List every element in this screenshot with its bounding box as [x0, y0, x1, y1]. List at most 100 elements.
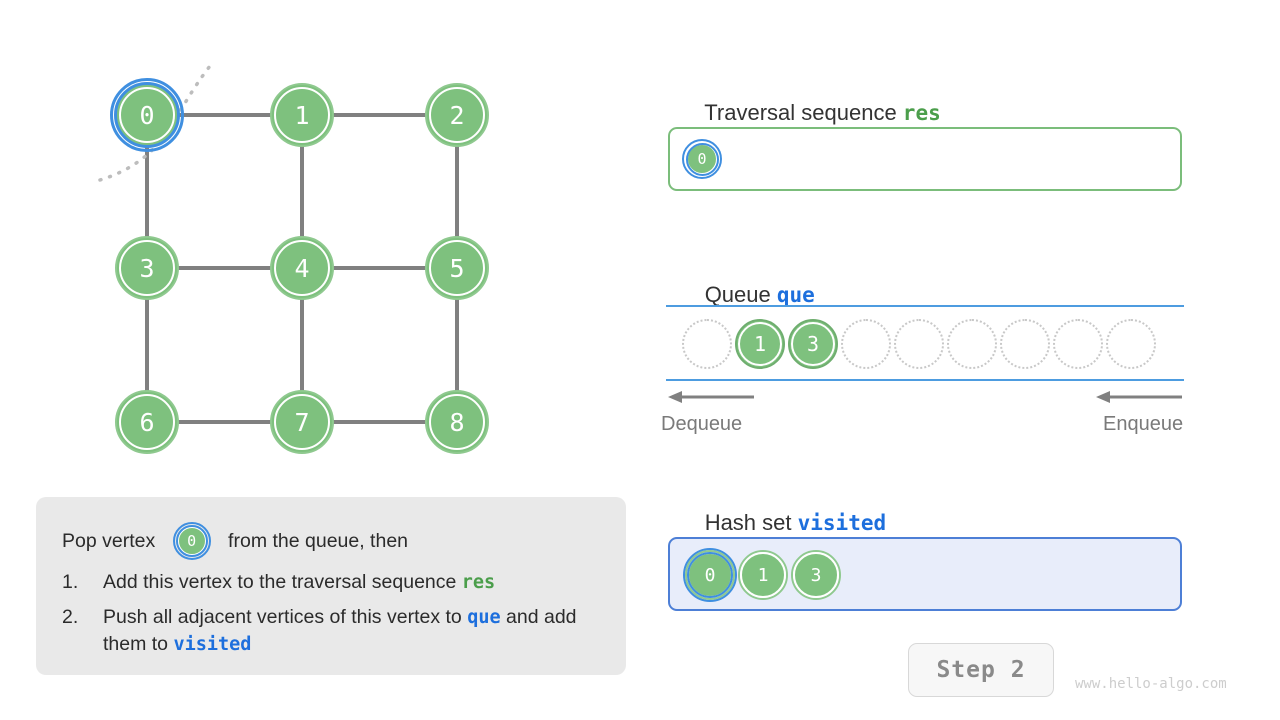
- node-body: [740, 552, 786, 598]
- hash-item-0[interactable]: 0: [683, 548, 737, 602]
- step-text: Push all adjacent vertices of this verte…: [103, 605, 468, 628]
- res-section-title: Traversal sequence res: [668, 74, 941, 152]
- node-inner: [274, 394, 330, 450]
- node-label: 1: [753, 332, 767, 356]
- explanation-headline-prefix: Pop vertex: [62, 529, 161, 552]
- node-label: 2: [449, 100, 465, 130]
- traversal-sequence-box: 0: [668, 127, 1182, 191]
- step-code-token: visited: [173, 634, 252, 656]
- explanation-headline: Pop vertex 0 from the queue, then: [62, 519, 600, 563]
- empty-slot-icon: [894, 319, 944, 369]
- node-inner: [738, 322, 782, 366]
- empty-slot-icon: [1106, 319, 1156, 369]
- node-label: 0: [139, 100, 155, 130]
- node-outline: [685, 550, 735, 600]
- node-inner: [429, 394, 485, 450]
- step-code-token: res: [461, 572, 496, 593]
- popped-vertex-node: 0: [172, 522, 211, 560]
- queue-slot-empty-6[interactable]: [1000, 319, 1050, 369]
- dequeue-label: Dequeue: [661, 413, 743, 435]
- highlight-ring-inner-icon: [175, 525, 208, 557]
- queue-title-code: que: [776, 283, 815, 307]
- node-label: 8: [449, 407, 465, 437]
- highlight-ring-inner-icon: [114, 82, 180, 148]
- node-label: 1: [294, 100, 310, 130]
- highlight-ring-icon: [172, 522, 211, 560]
- node-inner: [429, 87, 485, 143]
- queue-slot-empty-7[interactable]: [1053, 319, 1103, 369]
- queue-slot-1[interactable]: 1: [735, 319, 785, 369]
- queue-slot-empty-0[interactable]: [682, 319, 732, 369]
- node-inner: [119, 394, 175, 450]
- node-label: 7: [294, 407, 310, 437]
- enqueue-label: Enqueue: [1103, 413, 1184, 435]
- node-label: 6: [139, 407, 155, 437]
- graph-node-4[interactable]: 4: [270, 236, 334, 300]
- hash-item-1[interactable]: 1: [738, 550, 788, 600]
- queue-title-plain: Queue: [704, 282, 777, 307]
- graph-node-8[interactable]: 8: [425, 390, 489, 454]
- graph-node-1[interactable]: 1: [270, 83, 334, 147]
- res-title-code: res: [902, 101, 941, 125]
- empty-slot-icon: [947, 319, 997, 369]
- hash-title-plain: Hash set: [704, 510, 798, 535]
- queue-slot-empty-3[interactable]: [841, 319, 891, 369]
- hash-title-code: visited: [797, 511, 887, 535]
- node-label: 1: [757, 564, 769, 586]
- empty-slot-icon: [1000, 319, 1050, 369]
- empty-slot-icon: [1053, 319, 1103, 369]
- node-label: 5: [449, 253, 465, 283]
- watermark: www.hello-algo.com: [1075, 676, 1227, 692]
- step-text: Add this vertex to the traversal sequenc…: [103, 571, 462, 593]
- queue-slot-empty-8[interactable]: [1106, 319, 1156, 369]
- node-label: 0: [187, 532, 197, 550]
- queue-slot-empty-5[interactable]: [947, 319, 997, 369]
- graph-node-0[interactable]: 0: [110, 78, 184, 152]
- node-outline: [738, 550, 788, 600]
- step-code-token: que: [467, 606, 501, 628]
- node-label: 3: [139, 253, 155, 283]
- graph-node-5[interactable]: 5: [425, 236, 489, 300]
- highlight-ring-inner-icon: [685, 142, 719, 176]
- node-inner: [119, 240, 175, 296]
- graph-node-6[interactable]: 6: [115, 390, 179, 454]
- step-number: 2.: [62, 605, 79, 628]
- node-inner: [274, 240, 330, 296]
- node-inner: [429, 240, 485, 296]
- node-inner: [274, 87, 330, 143]
- node-label: 3: [806, 332, 820, 356]
- empty-slot-icon: [682, 319, 732, 369]
- graph-node-7[interactable]: 7: [270, 390, 334, 454]
- graph-panel: 0 1 2 3 4 5 6 7 8: [0, 0, 640, 490]
- queue-slot-3[interactable]: 3: [788, 319, 838, 369]
- graph-node-2[interactable]: 2: [425, 83, 489, 147]
- step-badge: Step 2: [908, 643, 1054, 697]
- explanation-headline-suffix: from the queue, then: [222, 529, 409, 552]
- node-label: 3: [810, 564, 822, 586]
- enqueue-arrow-icon: [1096, 391, 1182, 403]
- res-title-plain: Traversal sequence: [704, 100, 903, 125]
- queue-slot-empty-4[interactable]: [894, 319, 944, 369]
- graph-node-3[interactable]: 3: [115, 236, 179, 300]
- empty-slot-icon: [841, 319, 891, 369]
- highlight-ring-icon: [110, 78, 184, 152]
- step-text: and add them to: [103, 605, 577, 656]
- highlight-ring-inner-icon: [687, 552, 733, 598]
- node-outline: [791, 550, 841, 600]
- node-inner: [791, 322, 835, 366]
- hash-item-3[interactable]: 3: [791, 550, 841, 600]
- highlight-ring-icon: [682, 139, 722, 179]
- explanation-step-1: 1. Add this vertex to the traversal seque…: [62, 569, 600, 597]
- res-item-0[interactable]: 0: [682, 139, 722, 179]
- dequeue-arrow-icon: [668, 391, 754, 403]
- queue-section-title: Queue que: [668, 256, 815, 334]
- explanation-step-2: 2. Push all adjacent vertices of this ver…: [62, 604, 600, 659]
- explanation-box: Pop vertex 0 from the queue, then 1. Add …: [36, 497, 626, 675]
- explanation-steps-list: 1. Add this vertex to the traversal seque…: [62, 569, 600, 659]
- node-body: [793, 552, 839, 598]
- step-number: 1.: [62, 571, 79, 593]
